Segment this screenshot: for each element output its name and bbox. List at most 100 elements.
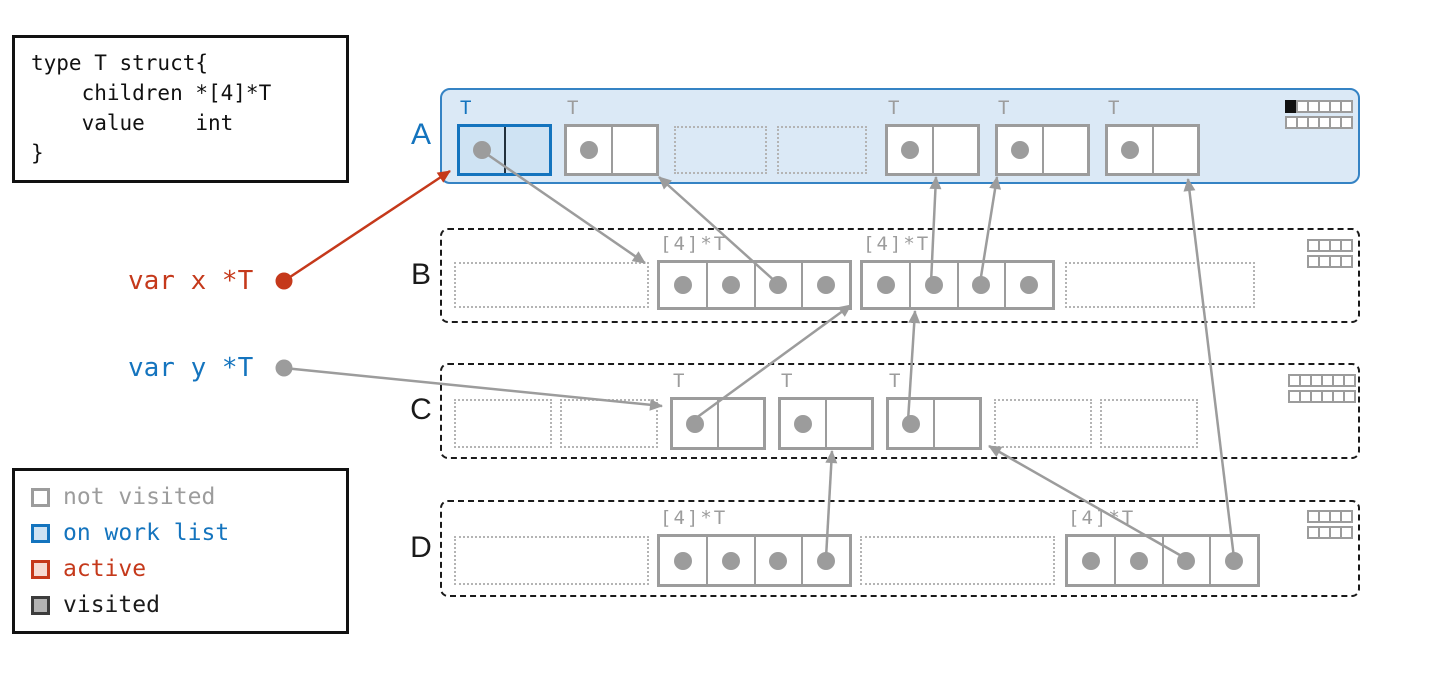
bitmap-cell	[1340, 255, 1353, 268]
pointer-cell	[934, 127, 978, 173]
legend-item-active: active	[31, 556, 330, 582]
free-slot	[1100, 399, 1198, 448]
pointer-cell	[959, 263, 1007, 307]
pointer-cell	[460, 127, 506, 173]
heap-object-C-3	[778, 397, 874, 450]
bitmap-row	[1288, 374, 1356, 387]
code-line: }	[31, 141, 44, 165]
bitmap-cell	[1343, 390, 1356, 403]
pointer-cell	[803, 263, 849, 307]
allocation-bitmap-icon	[1288, 374, 1356, 403]
legend-swatch-icon	[31, 487, 50, 507]
pointer-dot	[876, 276, 895, 294]
heap-object-C-4	[886, 397, 982, 450]
pointer-cell	[863, 263, 911, 307]
pointer-cell	[673, 400, 719, 447]
heap-object-A-0	[457, 124, 552, 176]
pointer-cell	[567, 127, 613, 173]
pointer-dot	[673, 551, 692, 570]
span-label-B: B	[410, 257, 431, 291]
free-slot	[560, 399, 658, 448]
legend-item-not-visited: not visited	[31, 484, 330, 510]
bitmap-row	[1307, 510, 1353, 523]
legend-label: visited	[63, 592, 160, 618]
bitmap-row	[1307, 255, 1353, 268]
pointer-cell	[889, 400, 935, 447]
code-line: children *[4]*T	[31, 81, 272, 105]
legend-label: active	[63, 556, 147, 582]
pointer-cell	[911, 263, 959, 307]
heap-object-A-1	[564, 124, 659, 176]
var-y-label: var y *T	[128, 353, 254, 383]
pointer-cell	[708, 537, 756, 584]
legend-item-on-work-list: on work list	[31, 520, 330, 546]
object-type-label: T	[673, 370, 687, 392]
heap-span-D: [4]*T [4]*T	[440, 500, 1360, 597]
object-type-label: [4]*T	[660, 233, 728, 255]
object-type-label: T	[1108, 97, 1122, 119]
pointer-dot	[1129, 551, 1148, 570]
pointer-cell	[1108, 127, 1154, 173]
object-type-label: [4]*T	[1068, 507, 1136, 529]
legend-label: not visited	[63, 484, 216, 510]
allocation-bitmap-icon	[1307, 239, 1353, 268]
object-type-label: T	[998, 97, 1012, 119]
pointer-dot	[472, 141, 491, 159]
pointer-cell	[506, 127, 550, 173]
object-type-label: [4]*T	[660, 507, 728, 529]
pointer-dot	[579, 141, 598, 159]
var-y-dot	[275, 359, 293, 377]
free-slot	[860, 536, 1055, 585]
pointer-cell	[1164, 537, 1212, 584]
pointer-cell	[756, 537, 804, 584]
free-slot	[674, 126, 767, 174]
pointer-dot	[902, 414, 920, 433]
pointer-dot	[721, 276, 740, 294]
heap-object-A-6	[1105, 124, 1200, 176]
object-type-label: T	[781, 370, 795, 392]
object-type-label: [4]*T	[863, 233, 931, 255]
pointer-dot	[686, 414, 704, 433]
pointer-cell	[660, 537, 708, 584]
heap-object-A-4	[885, 124, 980, 176]
pointer-dot	[1010, 141, 1029, 159]
legend-item-visited: visited	[31, 592, 330, 618]
legend-swatch-icon	[31, 559, 50, 579]
pointer-dot	[769, 551, 788, 570]
pointer-dot	[972, 276, 991, 294]
code-line: type T struct{	[31, 51, 209, 75]
pointer-cell	[1116, 537, 1164, 584]
bitmap-row	[1307, 239, 1353, 252]
heap-object-B-1	[657, 260, 852, 310]
heap-object-D-1	[657, 534, 852, 587]
type-definition-code: type T struct{ children *[4]*T value int…	[12, 35, 349, 183]
free-slot	[454, 536, 649, 585]
free-slot	[454, 399, 552, 448]
bitmap-cell	[1340, 239, 1353, 252]
pointer-dot	[673, 276, 692, 294]
bitmap-cell	[1340, 116, 1353, 129]
object-type-label: T	[460, 97, 474, 119]
bitmap-row	[1307, 526, 1353, 539]
pointer-cell	[660, 263, 708, 307]
pointer-cell	[756, 263, 804, 307]
pointer-dot	[1177, 551, 1196, 570]
bitmap-cell	[1343, 374, 1356, 387]
bitmap-cell	[1340, 510, 1353, 523]
object-type-label: T	[567, 97, 581, 119]
pointer-cell	[1006, 263, 1052, 307]
pointer-cell	[1068, 537, 1116, 584]
pointer-dot	[1225, 551, 1244, 570]
heap-object-D-3	[1065, 534, 1260, 587]
pointer-cell	[1044, 127, 1088, 173]
var-x-dot	[275, 272, 293, 290]
heap-object-A-5	[995, 124, 1090, 176]
pointer-dot	[1120, 141, 1139, 159]
allocation-bitmap-icon	[1307, 510, 1353, 539]
pointer-dot	[1020, 276, 1039, 294]
legend: not visited on work list active visited	[12, 468, 349, 634]
legend-label: on work list	[63, 520, 230, 546]
allocation-bitmap-icon	[1285, 100, 1353, 129]
bitmap-cell	[1340, 526, 1353, 539]
